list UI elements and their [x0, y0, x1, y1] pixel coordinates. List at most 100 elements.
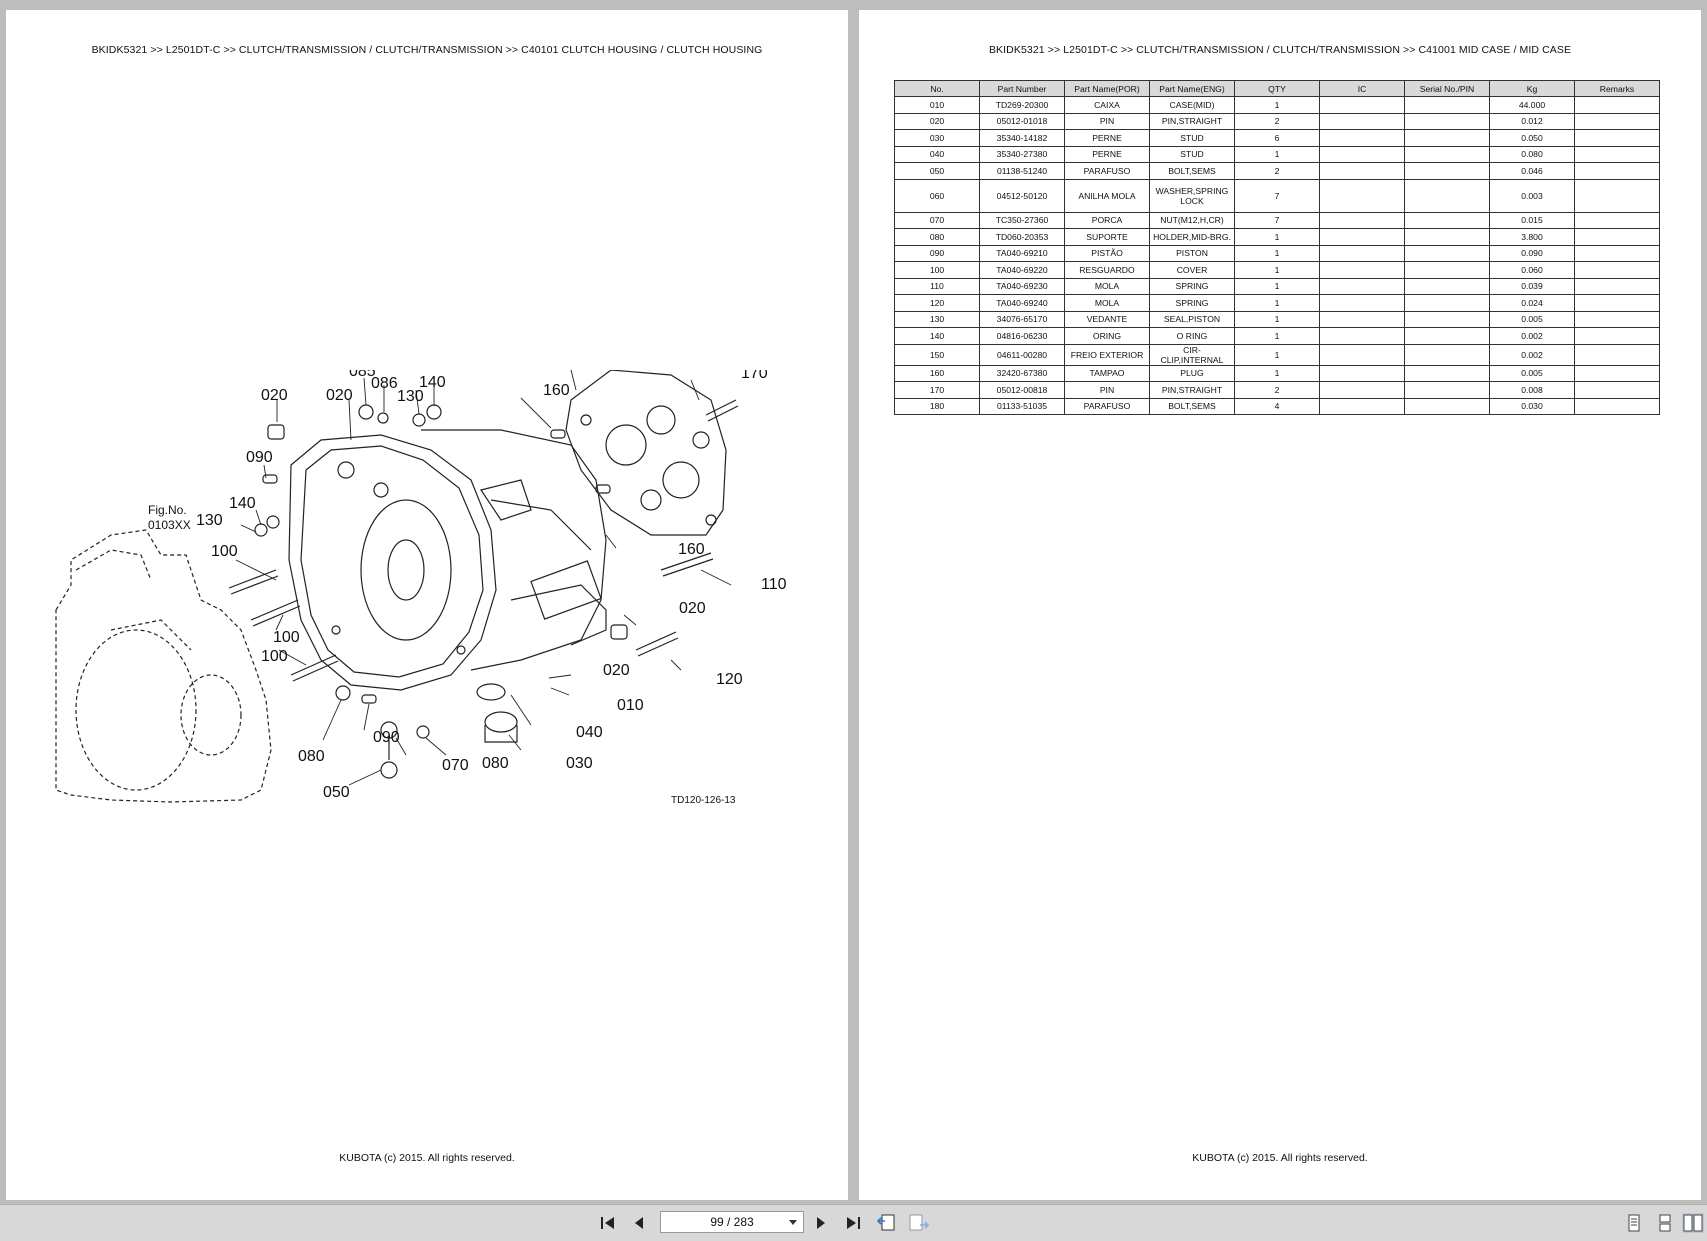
table-cell — [1574, 343, 1660, 366]
table-cell — [1319, 112, 1405, 130]
table-cell — [1574, 178, 1660, 213]
table-cell: 020 — [894, 112, 980, 130]
table-cell: 2 — [1234, 112, 1320, 130]
table-cell: PLUG — [1149, 364, 1235, 382]
table-cell: 1 — [1234, 310, 1320, 328]
table-cell — [1404, 364, 1490, 382]
callout-086: 086 — [371, 375, 398, 392]
callout-120: 120 — [716, 671, 743, 688]
callout-100b: 100 — [273, 629, 300, 646]
table-cell — [1319, 244, 1405, 262]
two-page-view-icon[interactable] — [1682, 1213, 1704, 1233]
table-cell — [1574, 244, 1660, 262]
callout-020d: 020 — [603, 662, 630, 679]
engine-block-outline — [55, 529, 272, 803]
table-cell: 0.024 — [1489, 294, 1575, 312]
exploded-parts-diagram: 085 086 140 130 020 020 150 170 160 090 … — [51, 352, 811, 870]
column-header: Serial No./PIN — [1404, 80, 1490, 97]
table-cell: BOLT,SEMS — [1149, 397, 1235, 415]
table-cell: MOLA — [1064, 294, 1150, 312]
next-page-icon[interactable] — [810, 1213, 832, 1233]
table-cell: 1 — [1234, 228, 1320, 246]
table-cell — [1574, 162, 1660, 180]
table-cell: 35340-27380 — [979, 145, 1065, 163]
column-header: QTY — [1234, 80, 1320, 97]
table-cell: 1 — [1234, 145, 1320, 163]
callout-090: 090 — [246, 449, 273, 466]
last-page-icon[interactable] — [842, 1213, 864, 1233]
table-cell: 1 — [1234, 294, 1320, 312]
go-forward-icon[interactable] — [908, 1213, 930, 1233]
continuous-view-icon[interactable] — [1654, 1213, 1676, 1233]
table-cell — [1404, 228, 1490, 246]
table-cell: 04611-00280 — [979, 343, 1065, 366]
table-cell — [1404, 310, 1490, 328]
table-cell: ANILHA MOLA — [1064, 178, 1150, 213]
table-cell: 140 — [894, 327, 980, 345]
callout-140: 140 — [419, 374, 446, 391]
table-cell: O RING — [1149, 327, 1235, 345]
table-cell — [1574, 381, 1660, 399]
table-cell: 0.005 — [1489, 364, 1575, 382]
single-page-view-icon[interactable] — [1623, 1213, 1645, 1233]
table-cell: PARAFUSO — [1064, 397, 1150, 415]
table-cell: 01138-51240 — [979, 162, 1065, 180]
prev-page-icon[interactable] — [628, 1213, 650, 1233]
table-cell — [1319, 277, 1405, 295]
table-cell — [1319, 381, 1405, 399]
table-cell: PIN — [1064, 381, 1150, 399]
callout-130b: 130 — [196, 512, 223, 529]
page-number-field[interactable]: 99 / 283 — [660, 1211, 804, 1233]
table-cell: 1 — [1234, 343, 1320, 366]
table-cell — [1404, 277, 1490, 295]
table-cell — [1319, 343, 1405, 366]
table-cell: 150 — [894, 343, 980, 366]
table-cell: 44.000 — [1489, 96, 1575, 114]
table-cell: FREIO EXTERIOR — [1064, 343, 1150, 366]
table-cell: 05012-00818 — [979, 381, 1065, 399]
table-cell: PIN,STRAIGHT — [1149, 112, 1235, 130]
table-cell — [1574, 145, 1660, 163]
table-cell: 0.015 — [1489, 211, 1575, 229]
table-cell: TA040-69210 — [979, 244, 1065, 262]
table-cell: 0.012 — [1489, 112, 1575, 130]
table-cell: RESGUARDO — [1064, 261, 1150, 279]
chevron-down-icon[interactable] — [789, 1220, 797, 1225]
table-cell: 04512-50120 — [979, 178, 1065, 213]
table-cell: SEAL,PISTON — [1149, 310, 1235, 328]
table-cell: MOLA — [1064, 277, 1150, 295]
callout-labels: 085 086 140 130 020 020 150 170 160 090 … — [148, 352, 787, 806]
go-back-icon[interactable] — [876, 1213, 898, 1233]
table-cell — [1574, 261, 1660, 279]
first-page-icon[interactable] — [597, 1213, 619, 1233]
column-header: Remarks — [1574, 80, 1660, 97]
table-cell: SUPORTE — [1064, 228, 1150, 246]
table-cell: TA040-69220 — [979, 261, 1065, 279]
table-cell: 050 — [894, 162, 980, 180]
table-cell — [1574, 112, 1660, 130]
table-cell: 2 — [1234, 381, 1320, 399]
table-cell — [1404, 381, 1490, 399]
table-cell — [1319, 310, 1405, 328]
table-cell — [1319, 211, 1405, 229]
table-cell: NUT(M12,H,CR) — [1149, 211, 1235, 229]
fig-no-label: Fig.No. — [148, 503, 187, 517]
table-cell: PISTÃO — [1064, 244, 1150, 262]
table-cell — [1319, 129, 1405, 147]
table-cell: PERNE — [1064, 129, 1150, 147]
table-cell: 060 — [894, 178, 980, 213]
callout-110: 110 — [761, 576, 787, 593]
table-cell — [1574, 397, 1660, 415]
table-cell: 0.039 — [1489, 277, 1575, 295]
table-cell: 160 — [894, 364, 980, 382]
table-cell — [1319, 145, 1405, 163]
table-cell: 1 — [1234, 96, 1320, 114]
